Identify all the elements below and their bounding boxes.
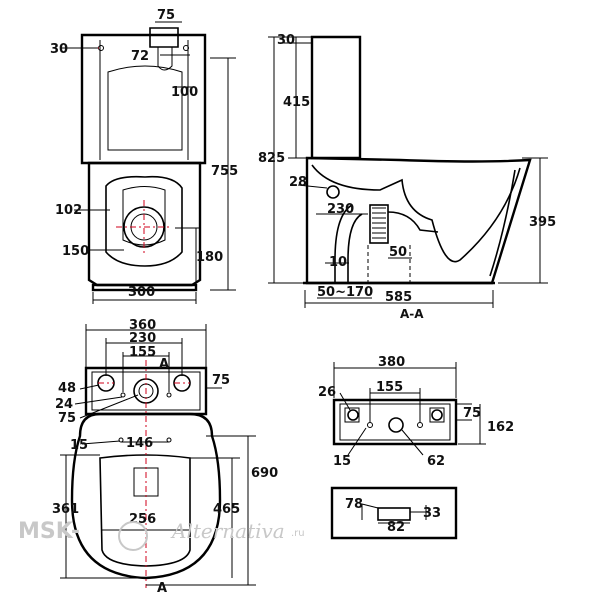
tank-top-view: 380 155 26 75 162 15 62 xyxy=(318,355,514,469)
front-dim-755: 755 xyxy=(211,164,238,179)
top-bowl-outline xyxy=(70,412,222,580)
top-dim-15: 15 xyxy=(70,438,88,453)
top-dim-360: 360 xyxy=(129,318,156,333)
side-dim-30: 30 xyxy=(277,33,295,48)
tank-top-dim-62: 62 xyxy=(427,454,445,469)
side-section-view: 30 415 825 28 230 50 10 50~170 585 395 A… xyxy=(258,33,556,321)
top-view: 360 230 155 A 48 24 75 75 15 146 690 361… xyxy=(52,318,278,596)
watermark-brand: MSK- xyxy=(18,519,80,544)
top-dim-24: 24 xyxy=(55,397,73,412)
top-section-mark-a-bottom: A xyxy=(157,581,167,596)
top-dim-75-hole: 75 xyxy=(58,411,76,426)
top-tank-outline xyxy=(84,366,208,416)
side-dim-50: 50 xyxy=(389,245,407,260)
front-dim-102: 102 xyxy=(55,203,82,218)
top-dim-155: 155 xyxy=(129,345,156,360)
side-dim-230: 230 xyxy=(327,202,354,217)
front-dim-180: 180 xyxy=(196,250,223,265)
front-dim-72: 72 xyxy=(131,49,149,64)
watermark-suffix: .ru xyxy=(291,528,305,539)
side-dim-825: 825 xyxy=(258,151,285,166)
watermark-logo-icon xyxy=(118,521,148,551)
tank-lid-dim-82: 82 xyxy=(387,520,405,535)
side-bowl-outline xyxy=(305,156,532,285)
top-dim-48: 48 xyxy=(58,381,76,396)
tank-lid-view: 78 33 82 xyxy=(330,486,458,540)
side-dim-395: 395 xyxy=(529,215,556,230)
tank-top-dim-26: 26 xyxy=(318,385,336,400)
section-label-aa: A-A xyxy=(400,307,424,321)
top-section-mark-a: A xyxy=(159,357,169,372)
tank-top-dim-380: 380 xyxy=(378,355,405,370)
front-dim-75: 75 xyxy=(157,8,175,23)
watermark: MSK- Alternativa .ru xyxy=(18,519,305,551)
tank-lid-dim-33: 33 xyxy=(423,506,441,521)
tank-top-outline xyxy=(332,398,458,446)
tank-top-dim-75: 75 xyxy=(463,406,481,421)
tank-top-dim-15: 15 xyxy=(333,454,351,469)
front-dim-30: 30 xyxy=(50,42,68,57)
top-dim-690: 690 xyxy=(251,466,278,481)
front-dim-150: 150 xyxy=(62,244,89,259)
front-view: 30 75 72 100 755 102 150 180 300 xyxy=(50,8,238,304)
side-dim-10: 10 xyxy=(329,255,347,270)
top-dim-230: 230 xyxy=(129,331,156,346)
side-dim-585: 585 xyxy=(385,290,412,305)
side-dim-415: 415 xyxy=(283,95,310,110)
side-dim-28: 28 xyxy=(289,175,307,190)
watermark-script: Alternativa xyxy=(170,519,285,543)
tank-lid-outline xyxy=(330,486,458,540)
side-tank-outline xyxy=(310,35,362,160)
tank-top-dim-162: 162 xyxy=(487,420,514,435)
front-dim-300: 300 xyxy=(128,285,155,300)
tank-lid-dim-78: 78 xyxy=(345,497,363,512)
top-dim-465: 465 xyxy=(213,502,240,517)
top-dim-146: 146 xyxy=(126,436,153,451)
top-dim-361: 361 xyxy=(52,502,79,517)
top-dim-75-depth: 75 xyxy=(212,373,230,388)
side-dim-50-170: 50~170 xyxy=(317,285,373,300)
front-dim-100: 100 xyxy=(171,85,198,100)
front-base xyxy=(91,283,198,292)
tank-top-dim-155: 155 xyxy=(376,380,403,395)
